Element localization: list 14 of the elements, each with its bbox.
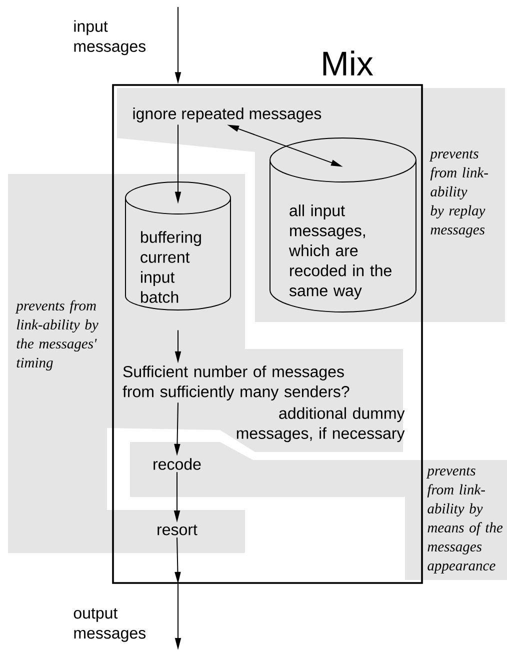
node-label: all input messages, which are recoded in the same way (288, 204, 392, 300)
process-step: ignore repeated messages (133, 108, 322, 122)
storage-cylinder: buffering current input batch (125, 182, 231, 310)
side-note: prevents from link-ability by the messages' timing (15, 300, 98, 370)
storage-cylinder: all input messages, which are recoded in the same way (270, 138, 416, 312)
edge-label: additional dummy messages, if necessary (236, 407, 405, 442)
side-note: prevents from link-ability by means of the messages appearance (426, 467, 503, 574)
process-step: recode (154, 458, 201, 470)
node-label: buffering current input batch (140, 231, 201, 303)
edge-label: output messages (74, 608, 146, 642)
process-step: resort (158, 524, 198, 536)
node-label: Mix (323, 50, 374, 76)
edge-label: input messages (74, 20, 146, 56)
process-step: Sufficient number of messages from sufficiently many senders? (122, 366, 350, 400)
